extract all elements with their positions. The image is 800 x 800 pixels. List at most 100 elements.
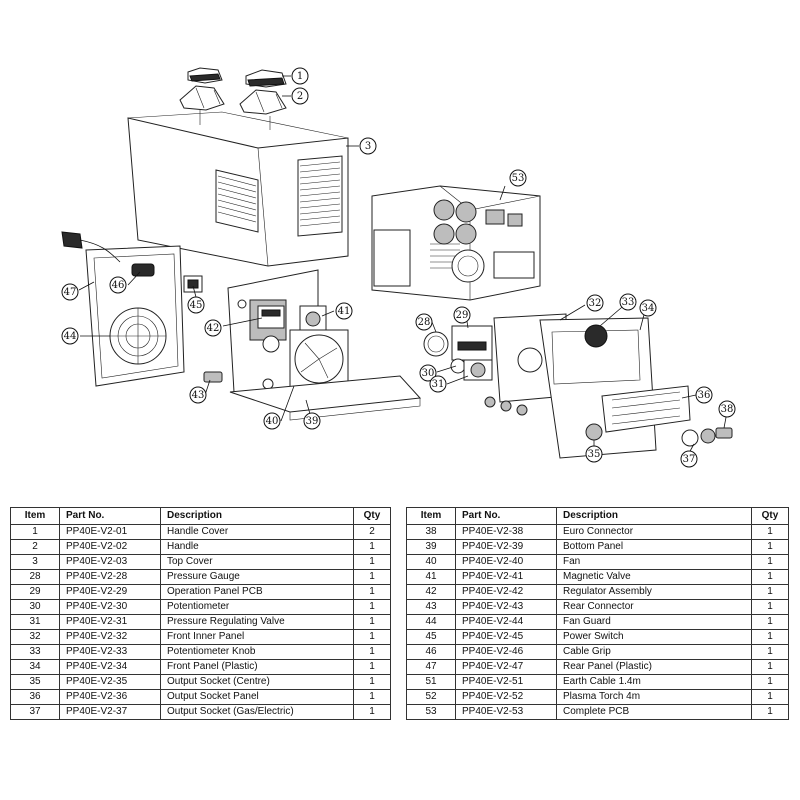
row-part-no: PP40E-V2-51	[455, 674, 557, 690]
row-item: 1	[10, 524, 60, 540]
callout-label: 28	[418, 317, 431, 328]
row-description: Earth Cable 1.4m	[556, 674, 752, 690]
row-qty: 1	[353, 704, 391, 720]
callout-47: 47	[61, 283, 79, 301]
row-item: 38	[406, 524, 456, 540]
row-qty: 1	[751, 524, 789, 540]
callout-label: 1	[297, 71, 303, 82]
callout-3: 3	[359, 137, 377, 155]
row-description: Euro Connector	[556, 524, 752, 540]
callout-36: 36	[695, 386, 713, 404]
row-item: 28	[10, 569, 60, 585]
callout-label: 30	[422, 368, 435, 379]
row-qty: 1	[353, 659, 391, 675]
callout-2: 2	[291, 87, 309, 105]
row-part-no: PP40E-V2-40	[455, 554, 557, 570]
callout-label: 31	[432, 379, 445, 390]
callout-label: 42	[207, 323, 220, 334]
callout-40: 40	[263, 412, 281, 430]
row-item: 43	[406, 599, 456, 615]
potentiometer	[450, 358, 466, 374]
row-description: Operation Panel PCB	[160, 584, 354, 600]
row-item: 46	[406, 644, 456, 660]
row-qty: 1	[751, 659, 789, 675]
row-description: Regulator Assembly	[556, 584, 752, 600]
row-part-no: PP40E-V2-31	[59, 614, 161, 630]
callout-label: 45	[190, 300, 203, 311]
row-item: 42	[406, 584, 456, 600]
row-item: 3	[10, 554, 60, 570]
row-part-no: PP40E-V2-36	[59, 689, 161, 705]
row-qty: 1	[751, 599, 789, 615]
bottom-panel	[229, 375, 422, 421]
row-qty: 1	[353, 614, 391, 630]
header-item: Item	[10, 507, 60, 525]
row-description: Top Cover	[160, 554, 354, 570]
top-cover	[127, 111, 349, 267]
callout-33: 33	[619, 293, 637, 311]
callout-44: 44	[61, 327, 79, 345]
row-item: 44	[406, 614, 456, 630]
row-part-no: PP40E-V2-29	[59, 584, 161, 600]
callout-39: 39	[303, 412, 321, 430]
row-item: 52	[406, 689, 456, 705]
callout-label: 43	[192, 390, 205, 401]
row-part-no: PP40E-V2-33	[59, 644, 161, 660]
callout-32: 32	[586, 294, 604, 312]
operation-panel-pcb	[451, 325, 493, 361]
row-description: Front Inner Panel	[160, 629, 354, 645]
small-fittings	[484, 396, 528, 416]
row-qty: 1	[353, 629, 391, 645]
exploded-parts-diagram: 1235347464542414428293233343031434039363…	[61, 67, 736, 468]
header-description: Description	[160, 507, 354, 525]
header-part-no: Part No.	[455, 507, 557, 525]
row-qty: 1	[353, 644, 391, 660]
row-item: 32	[10, 629, 60, 645]
row-qty: 1	[751, 704, 789, 720]
callout-label: 32	[589, 298, 602, 309]
row-item: 45	[406, 629, 456, 645]
callout-label: 33	[622, 297, 635, 308]
row-qty: 1	[751, 689, 789, 705]
pressure-gauge	[423, 331, 449, 357]
callout-35: 35	[585, 445, 603, 463]
row-part-no: PP40E-V2-43	[455, 599, 557, 615]
row-item: 36	[10, 689, 60, 705]
callout-label: 36	[698, 390, 711, 401]
header-qty: Qty	[751, 507, 789, 525]
row-description: Rear Panel (Plastic)	[556, 659, 752, 675]
row-item: 53	[406, 704, 456, 720]
row-item: 29	[10, 584, 60, 600]
row-description: Power Switch	[556, 629, 752, 645]
power-cord	[61, 231, 121, 263]
row-qty: 1	[353, 539, 391, 555]
row-part-no: PP40E-V2-37	[59, 704, 161, 720]
cable-grip	[131, 263, 155, 277]
row-part-no: PP40E-V2-52	[455, 689, 557, 705]
fan	[289, 329, 349, 389]
callout-46: 46	[109, 276, 127, 294]
row-qty: 1	[353, 584, 391, 600]
row-part-no: PP40E-V2-38	[455, 524, 557, 540]
output-socket-centre	[585, 423, 603, 441]
header-part-no: Part No.	[59, 507, 161, 525]
